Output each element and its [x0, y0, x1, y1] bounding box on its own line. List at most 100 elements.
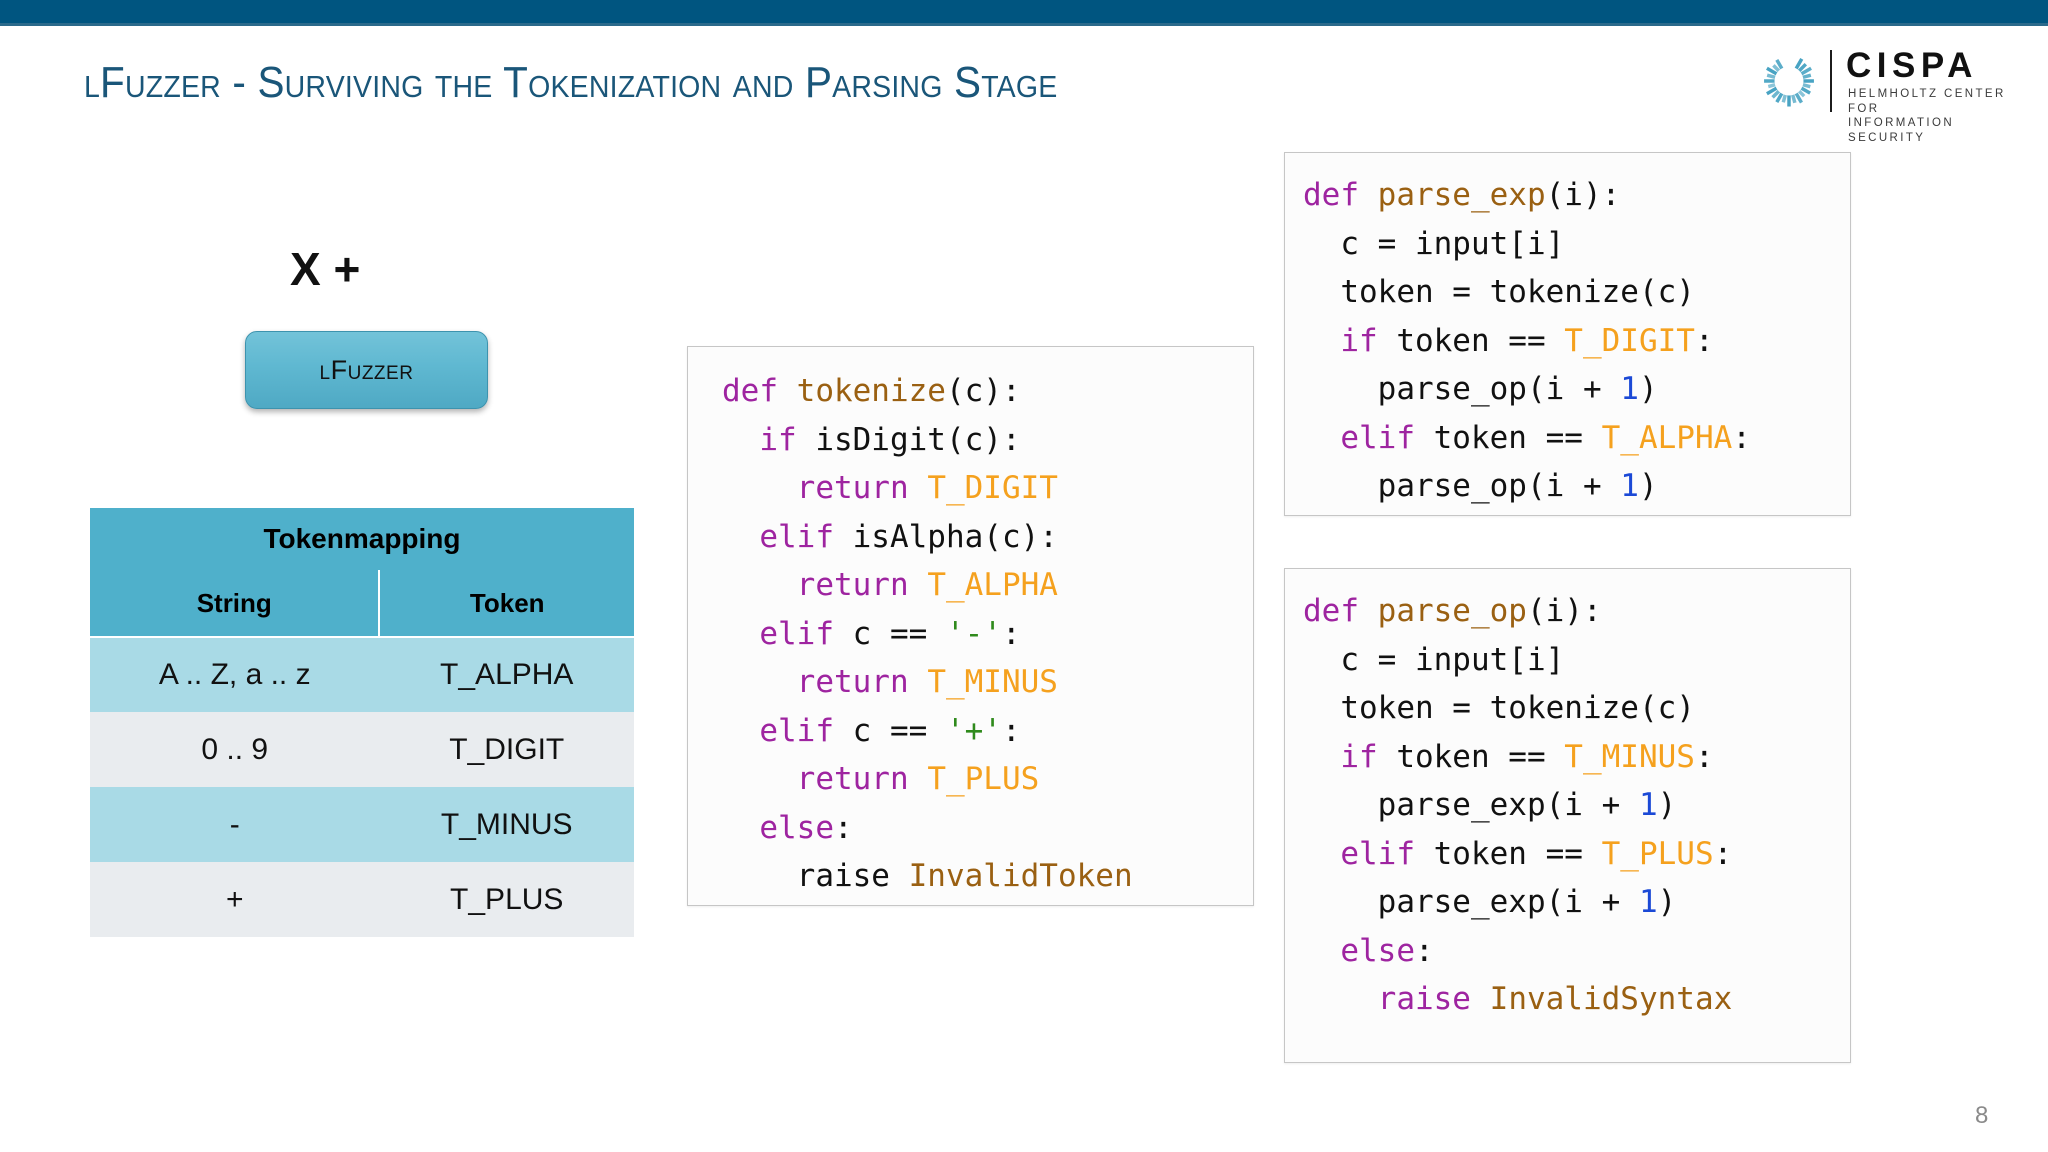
- code-token: [1303, 739, 1340, 775]
- code-token: :: [1713, 835, 1733, 872]
- code-token: elif: [1340, 419, 1415, 456]
- tokenmapping-title: Tokenmapping: [90, 508, 634, 570]
- code-token: return: [796, 470, 909, 506]
- cispa-logo: CISPA HELMHOLTZ CENTER FOR INFORMATION S…: [1760, 46, 2022, 144]
- code-token: token = tokenize(c): [1303, 690, 1695, 726]
- code-token: T_ALPHA: [1601, 419, 1733, 456]
- code-token: [722, 713, 759, 749]
- column-header-token: Token: [379, 570, 634, 637]
- code-token: T_PLUS: [927, 761, 1040, 797]
- code-token: [909, 664, 928, 700]
- code-token: tokenize: [796, 373, 946, 409]
- code-block-tokenize: def tokenize(c): if isDigit(c): return T…: [687, 346, 1254, 906]
- code-token: return: [796, 761, 909, 797]
- logo-wordmark: CISPA: [1846, 46, 1978, 85]
- code-token: 1: [1638, 884, 1658, 920]
- code-token: elif: [759, 712, 834, 749]
- code-token: [1303, 981, 1378, 1017]
- logo-tagline-line2: INFORMATION SECURITY: [1848, 117, 1955, 144]
- code-token: ): [1638, 371, 1658, 407]
- code-token: c ==: [833, 615, 946, 652]
- lfuzzer-tool-button-label: lFuzzer: [319, 354, 414, 385]
- code-token: T_DIGIT: [927, 470, 1058, 506]
- code-token: [1303, 933, 1340, 969]
- code-token: InvalidSyntax: [1489, 981, 1733, 1017]
- page-title: lFuzzer - Surviving the Tokenization and…: [84, 58, 1058, 107]
- cispa-c-mark-icon: [1764, 58, 1814, 107]
- code-token: parse_exp: [1377, 177, 1546, 213]
- code-token: :: [1694, 322, 1714, 359]
- code-token: T_PLUS: [1601, 835, 1714, 872]
- cell-string: -: [90, 787, 380, 862]
- code-token: T_ALPHA: [927, 567, 1058, 603]
- lfuzzer-tool-button[interactable]: lFuzzer: [245, 331, 488, 409]
- table-row: 0 .. 9 T_DIGIT: [90, 712, 634, 787]
- code-token: 1: [1638, 787, 1658, 823]
- column-header-string: String: [90, 570, 381, 637]
- code-token: :: [1001, 615, 1021, 652]
- code-block-parse-exp: def parse_exp(i): c = input[i] token = t…: [1284, 152, 1851, 516]
- code-token: ): [1657, 884, 1677, 920]
- code-token: elif: [759, 518, 834, 555]
- code-token: if: [1340, 322, 1378, 359]
- table-row: - T_MINUS: [90, 787, 634, 862]
- code-token: token ==: [1377, 322, 1565, 359]
- code-token: token ==: [1414, 835, 1602, 872]
- tokenmapping-header-row: String Token: [90, 570, 634, 637]
- code-token: :: [1732, 419, 1751, 456]
- code-token: token = tokenize(c): [1303, 274, 1695, 310]
- logo-tagline: HELMHOLTZ CENTER FOR INFORMATION SECURIT…: [1848, 87, 2022, 145]
- code-token: elif: [1340, 835, 1415, 872]
- code-token: [1303, 836, 1340, 872]
- code-token: raise: [1377, 981, 1471, 1017]
- code-token: (c):: [945, 373, 1021, 409]
- code-token: return: [796, 664, 909, 700]
- code-token: else: [1340, 932, 1415, 969]
- code-token: raise: [722, 858, 909, 894]
- code-token: parse_exp(i +: [1303, 884, 1639, 920]
- code-token: '-': [945, 615, 1002, 652]
- tokenmapping-table: Tokenmapping String Token A .. Z, a .. z…: [90, 508, 634, 937]
- code-token: def: [1303, 593, 1378, 629]
- code-token: if: [759, 421, 797, 458]
- code-token: [722, 810, 759, 846]
- code-token: '+': [945, 712, 1002, 749]
- code-token: c ==: [833, 712, 946, 749]
- code-token: [1471, 981, 1490, 1017]
- code-token: parse_op: [1377, 593, 1527, 629]
- code-token: 1: [1620, 468, 1639, 504]
- code-token: T_MINUS: [1564, 738, 1695, 775]
- logo-divider: [1830, 50, 1832, 112]
- code-token: c = input[i]: [1303, 225, 1565, 262]
- code-token: [722, 616, 759, 652]
- tokenmapping-title-row: Tokenmapping: [90, 508, 634, 570]
- sample-input-label: X +: [290, 243, 361, 295]
- code-token: (i):: [1545, 177, 1621, 213]
- code-token: if: [1340, 738, 1378, 775]
- code-token: def: [722, 373, 797, 409]
- code-token: parse_exp(i +: [1303, 787, 1639, 823]
- code-token: [909, 761, 928, 797]
- code-token: [722, 567, 797, 603]
- code-token: [722, 519, 759, 555]
- cell-token: T_PLUS: [379, 862, 634, 937]
- code-token: :: [1414, 932, 1434, 969]
- table-row: + T_PLUS: [90, 862, 634, 937]
- code-token: ): [1638, 468, 1658, 504]
- logo-tagline-line1: HELMHOLTZ CENTER FOR: [1848, 88, 2006, 115]
- code-token: isDigit(c):: [796, 421, 1021, 458]
- code-block-parse-op: def parse_op(i): c = input[i] token = to…: [1284, 568, 1851, 1063]
- cell-token: T_MINUS: [379, 787, 634, 862]
- code-token: parse_op(i +: [1303, 468, 1621, 504]
- code-token: InvalidToken: [908, 858, 1133, 894]
- code-token: def: [1303, 177, 1378, 213]
- code-token: [722, 422, 759, 458]
- code-token: [909, 567, 928, 603]
- table-row: A .. Z, a .. z T_ALPHA: [90, 637, 634, 712]
- code-token: elif: [759, 615, 834, 652]
- code-token: [722, 664, 797, 700]
- code-token: token ==: [1414, 419, 1602, 456]
- cell-string: +: [90, 862, 380, 937]
- code-token: return: [796, 567, 909, 603]
